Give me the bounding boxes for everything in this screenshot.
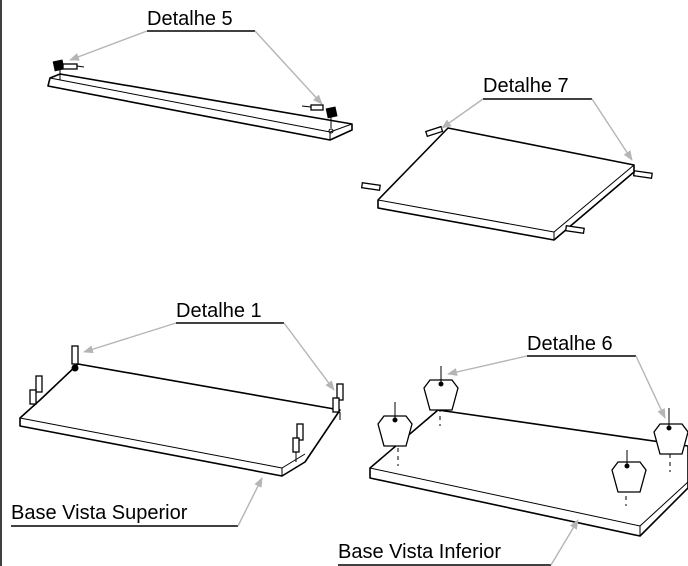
- detail-1-callout: Detalhe 1: [83, 300, 335, 391]
- detail-6-label: Detalhe 6: [527, 333, 613, 355]
- base-bottom-view-label: Base Vista Inferior: [338, 541, 501, 563]
- base-top-view-part: [19, 363, 341, 477]
- detail-5-callout: Detalhe 5: [69, 8, 323, 105]
- detail-1-label: Detalhe 1: [176, 300, 262, 322]
- detail-5-hardware-right: [301, 104, 338, 134]
- detail-1-hardware: [29, 345, 344, 462]
- base-bottom-view-callout: Base Vista Inferior: [338, 519, 579, 566]
- detail-6-callout: Detalhe 6: [447, 333, 666, 419]
- base-top-view-callout: Base Vista Superior: [11, 477, 263, 527]
- detail-7-dowels: [360, 125, 653, 234]
- detail-7-label: Detalhe 7: [483, 75, 569, 97]
- long-shelf-part: [47, 73, 353, 141]
- base-top-view-label: Base Vista Superior: [11, 502, 188, 524]
- detail-5-label: Detalhe 5: [147, 8, 233, 30]
- detail-5-hardware-left: [52, 59, 85, 80]
- square-panel-part: [377, 127, 635, 241]
- detail-7-callout: Detalhe 7: [441, 75, 633, 161]
- detail-6-feet: [377, 366, 688, 493]
